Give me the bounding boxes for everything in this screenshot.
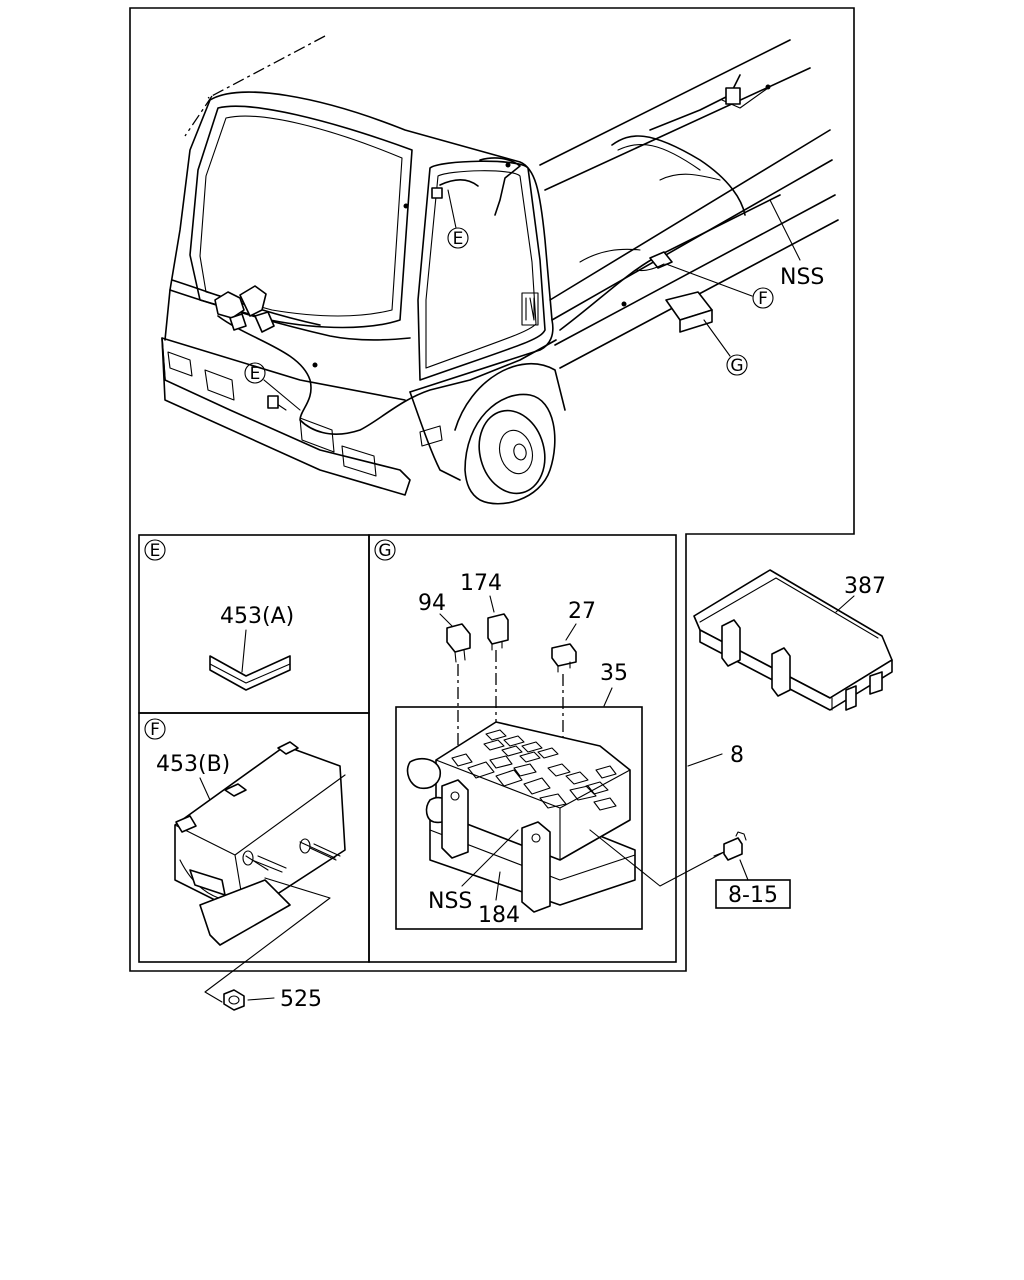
callout-circle-g: [726, 354, 748, 376]
panel-e-tag-circle: [144, 539, 166, 561]
panel-e-tag: E: [150, 541, 161, 561]
bolt-8-15: [713, 831, 747, 861]
callout-nss-main: NSS: [780, 265, 824, 290]
callout-g: G: [730, 356, 743, 376]
box-8-15: [715, 879, 791, 909]
leader-f: [665, 263, 753, 297]
callout-e-front: E: [250, 364, 261, 384]
fuse-box-35: [406, 721, 636, 913]
callout-circle-e-front: [244, 362, 266, 384]
leader-8-15: [739, 859, 749, 881]
panel-g-frame: [368, 534, 677, 963]
nut-525: [223, 989, 245, 1011]
panel-f-tag-circle: [144, 718, 166, 740]
leader-184: [495, 871, 501, 901]
callout-f: F: [758, 289, 768, 309]
fuse-27: [551, 643, 577, 673]
label-525: 525: [280, 987, 322, 1012]
leader-8: [687, 753, 723, 767]
callout-circle-e-top: [447, 227, 469, 249]
label-27: 27: [568, 599, 596, 624]
leader-525: [204, 877, 331, 1003]
clip-453a: [209, 655, 291, 691]
leader-27: [565, 623, 577, 641]
holder-453b: [174, 741, 346, 946]
leader-bolt: [589, 829, 729, 887]
leader-387: [835, 595, 855, 613]
leader-94: [439, 613, 453, 627]
label-8: 8: [730, 743, 744, 768]
main-view-frame: [129, 7, 855, 972]
leader-nss-g: [461, 829, 519, 887]
label-184: 184: [478, 903, 520, 928]
label-nss-g: NSS: [428, 889, 472, 914]
leader-e-front: [263, 379, 301, 411]
relay-174: [487, 613, 509, 651]
cover-387: [693, 569, 893, 711]
panel-f-tag: F: [150, 720, 160, 740]
fuse-box-frame: [395, 706, 643, 930]
label-35: 35: [600, 661, 628, 686]
leader-35: [603, 687, 613, 707]
leader-e-top: [447, 189, 457, 229]
leader-g: [703, 319, 731, 357]
leader-453b: [199, 777, 211, 801]
leader-525-label: [247, 997, 275, 1001]
label-387: 387: [844, 574, 886, 599]
label-453b: 453(B): [156, 752, 230, 777]
label-174: 174: [460, 571, 502, 596]
label-94: 94: [418, 591, 446, 616]
truck-illustration: [161, 35, 839, 505]
callout-e-top: E: [453, 229, 464, 249]
callout-circle-f: [752, 287, 774, 309]
label-8-15: 8-15: [728, 883, 778, 908]
leader-453a: [241, 629, 247, 673]
panel-g-tag-circle: [374, 539, 396, 561]
panel-g-tag: G: [378, 541, 391, 561]
leader-nss-main: [769, 199, 801, 261]
relay-94: [446, 623, 471, 663]
leader-174: [489, 595, 495, 613]
label-453a: 453(A): [220, 604, 294, 629]
